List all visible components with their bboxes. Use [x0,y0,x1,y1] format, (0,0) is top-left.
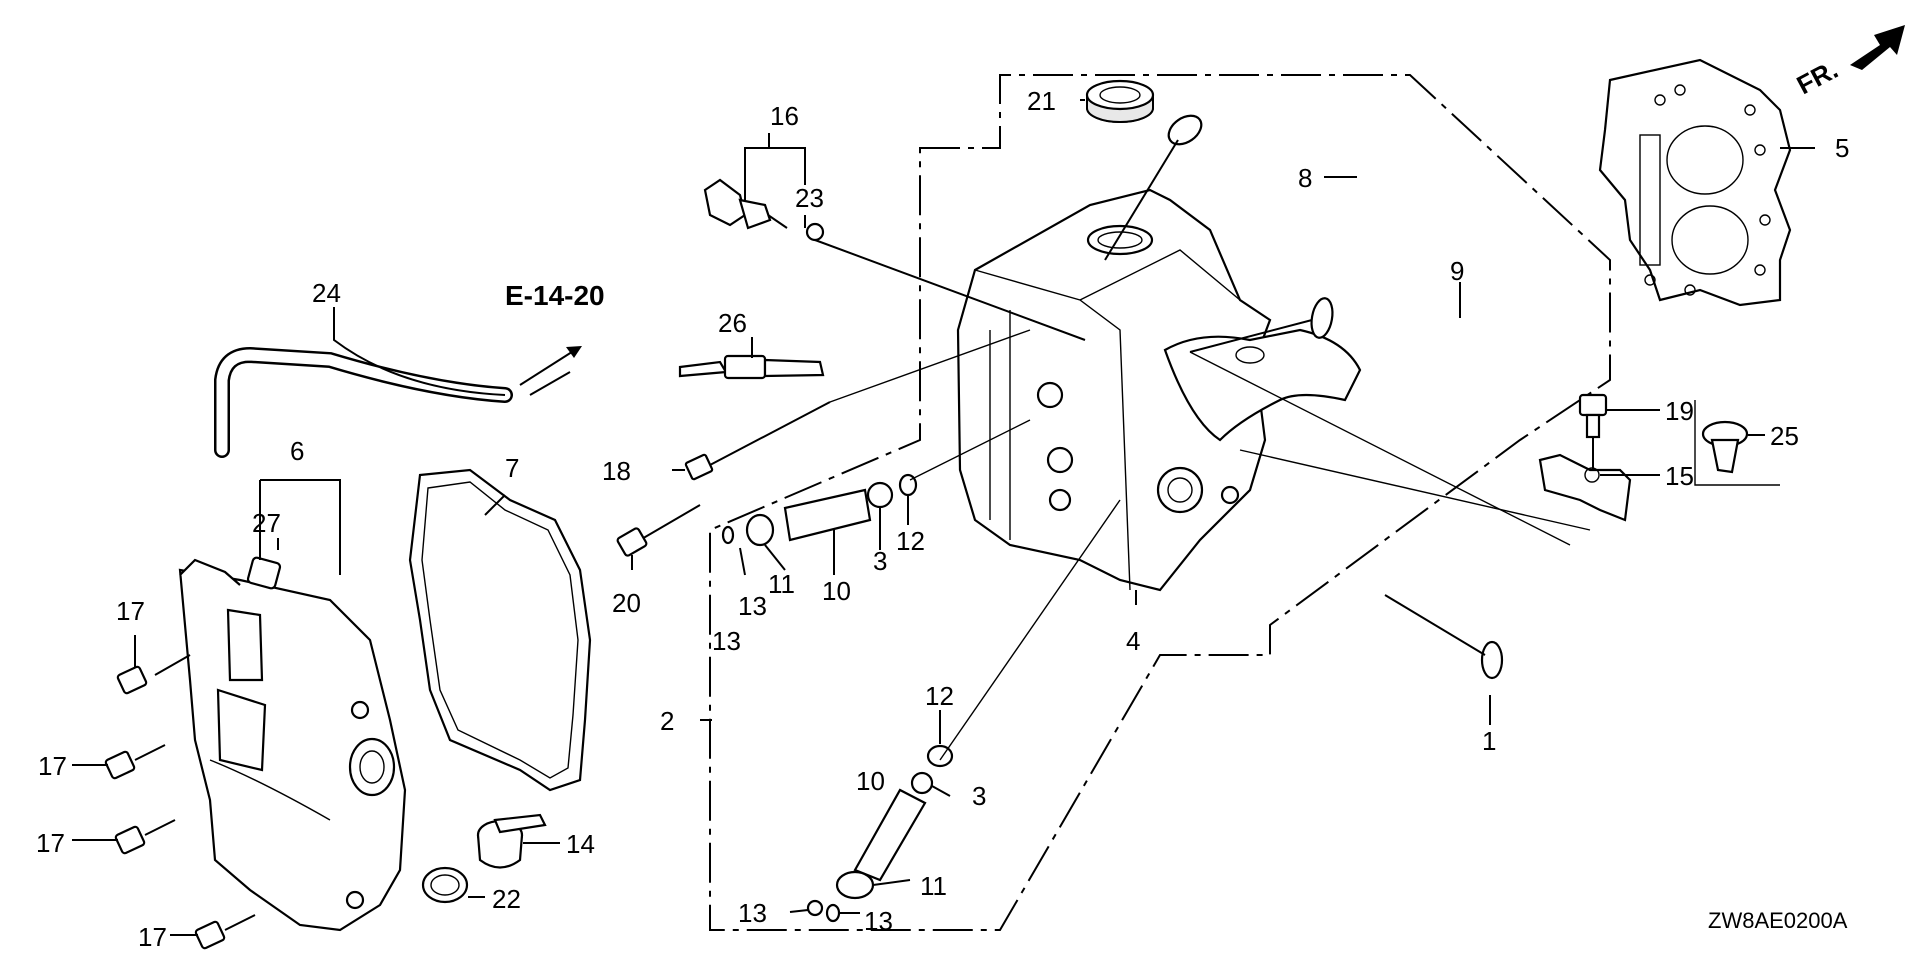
valve-spring-set-upper[interactable] [721,473,918,547]
callout-7: 7 [505,453,519,483]
callout-3-lower: 3 [972,781,986,811]
callout-25: 25 [1770,421,1799,451]
callout-labels: 1 2 3 3 4 5 6 7 8 9 10 10 11 11 12 12 13… [36,86,1849,952]
callout-23: 23 [795,183,824,213]
callout-5: 5 [1835,133,1849,163]
callout-24: 24 [312,278,341,308]
oil-filler-cap-part[interactable] [476,813,547,869]
flange-bolt-17c[interactable] [114,819,176,855]
front-arrow-icon [1850,25,1905,70]
callout-3-upper: 3 [873,546,887,576]
callout-10-lower: 10 [856,766,885,796]
callout-2: 2 [660,706,674,736]
callout-21: 21 [1027,86,1056,116]
callout-13-a: 13 [738,591,767,621]
exhaust-valve-part[interactable] [1384,594,1504,680]
callout-11-lower: 11 [920,871,947,901]
front-label: FR. [1792,54,1843,100]
callout-10-upper: 10 [822,576,851,606]
flange-bolt-part-19[interactable] [1578,393,1608,470]
breather-tube-part[interactable] [214,346,513,458]
breather-joint-part[interactable] [246,556,282,590]
callout-17-b: 17 [38,751,67,781]
assembly-boundary [709,74,1611,931]
callout-18: 18 [602,456,631,486]
head-cover-gasket-part[interactable] [408,468,592,792]
valve-part-9[interactable] [1189,297,1335,353]
callout-27: 27 [252,508,281,538]
leader-lines [72,99,1815,936]
callout-4: 4 [1126,626,1140,656]
flange-bolt-17a[interactable] [116,654,191,695]
clip-part[interactable] [1694,400,1780,486]
flange-bolt-17d[interactable] [194,914,256,950]
callout-12-lower: 12 [925,681,954,711]
reference-arrow-icon [566,346,582,358]
callout-26: 26 [718,308,747,338]
callout-14: 14 [566,829,595,859]
callout-9: 9 [1450,256,1464,286]
callout-17-c: 17 [36,828,65,858]
cylinder-head-part[interactable] [956,188,1362,592]
callout-22: 22 [492,884,521,914]
thermo-switch-part[interactable] [703,178,825,242]
valve-spring-set-lower[interactable] [806,744,954,923]
front-direction-indicator: FR. [1792,25,1905,100]
callout-13-d: 13 [864,906,893,936]
callout-13-b: 13 [712,626,741,656]
oil-seal-part[interactable] [1085,79,1155,123]
intake-valve-part[interactable] [1104,110,1207,261]
callout-8: 8 [1298,163,1312,193]
cylinder-head-gasket-part[interactable] [1598,58,1792,307]
callout-17-d: 17 [138,922,167,952]
flange-bolt-part-20[interactable] [616,504,701,557]
cross-reference-link[interactable]: E-14-20 [505,280,605,311]
diagram-code: ZW8AE0200A [1708,908,1848,933]
callout-15: 15 [1665,461,1694,491]
callout-12-upper: 12 [896,526,925,556]
callout-20: 20 [612,588,641,618]
callout-1: 1 [1482,726,1496,756]
callout-6: 6 [290,436,304,466]
callout-13-c: 13 [738,898,767,928]
callout-17-a: 17 [116,596,145,626]
head-cover-part[interactable] [178,558,407,932]
spark-plug-part[interactable] [678,354,825,380]
callout-11-upper: 11 [768,569,795,599]
stud-bolt-part[interactable] [684,401,831,481]
o-ring-part[interactable] [421,866,469,904]
callout-19: 19 [1665,396,1694,426]
callout-16: 16 [770,101,799,131]
flange-bolt-17b[interactable] [104,744,166,780]
bracket-part[interactable] [1538,453,1632,522]
